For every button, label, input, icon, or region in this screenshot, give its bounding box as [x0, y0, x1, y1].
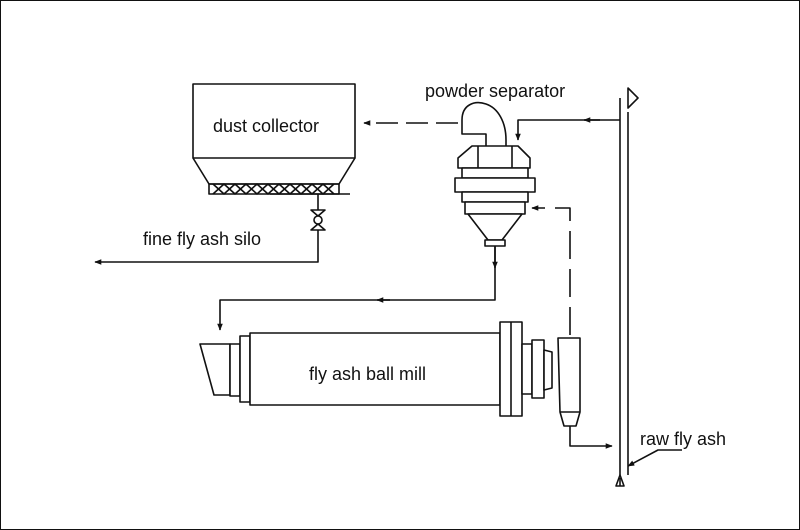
fine-ash-line: [94, 248, 319, 265]
air-return-line: [531, 205, 571, 335]
bucket-elevator: [615, 87, 639, 487]
mill-to-elevator-line: [569, 426, 613, 449]
ball-mill-label: fly ash ball mill: [309, 364, 427, 384]
coarse-return-line: [217, 268, 496, 331]
dust-collector: [192, 83, 356, 248]
powder-separator-label: powder separator: [425, 81, 566, 101]
raw-ash-input-line: [627, 449, 682, 467]
dust-collector-label: dust collector: [213, 116, 320, 136]
raw-fly-ash-label: raw fly ash: [640, 429, 727, 449]
powder-separator: [454, 101, 536, 247]
fine-silo-label: fine fly ash silo: [143, 229, 262, 249]
feed-to-separator-line: [515, 119, 620, 141]
ball-mill: [199, 321, 581, 427]
